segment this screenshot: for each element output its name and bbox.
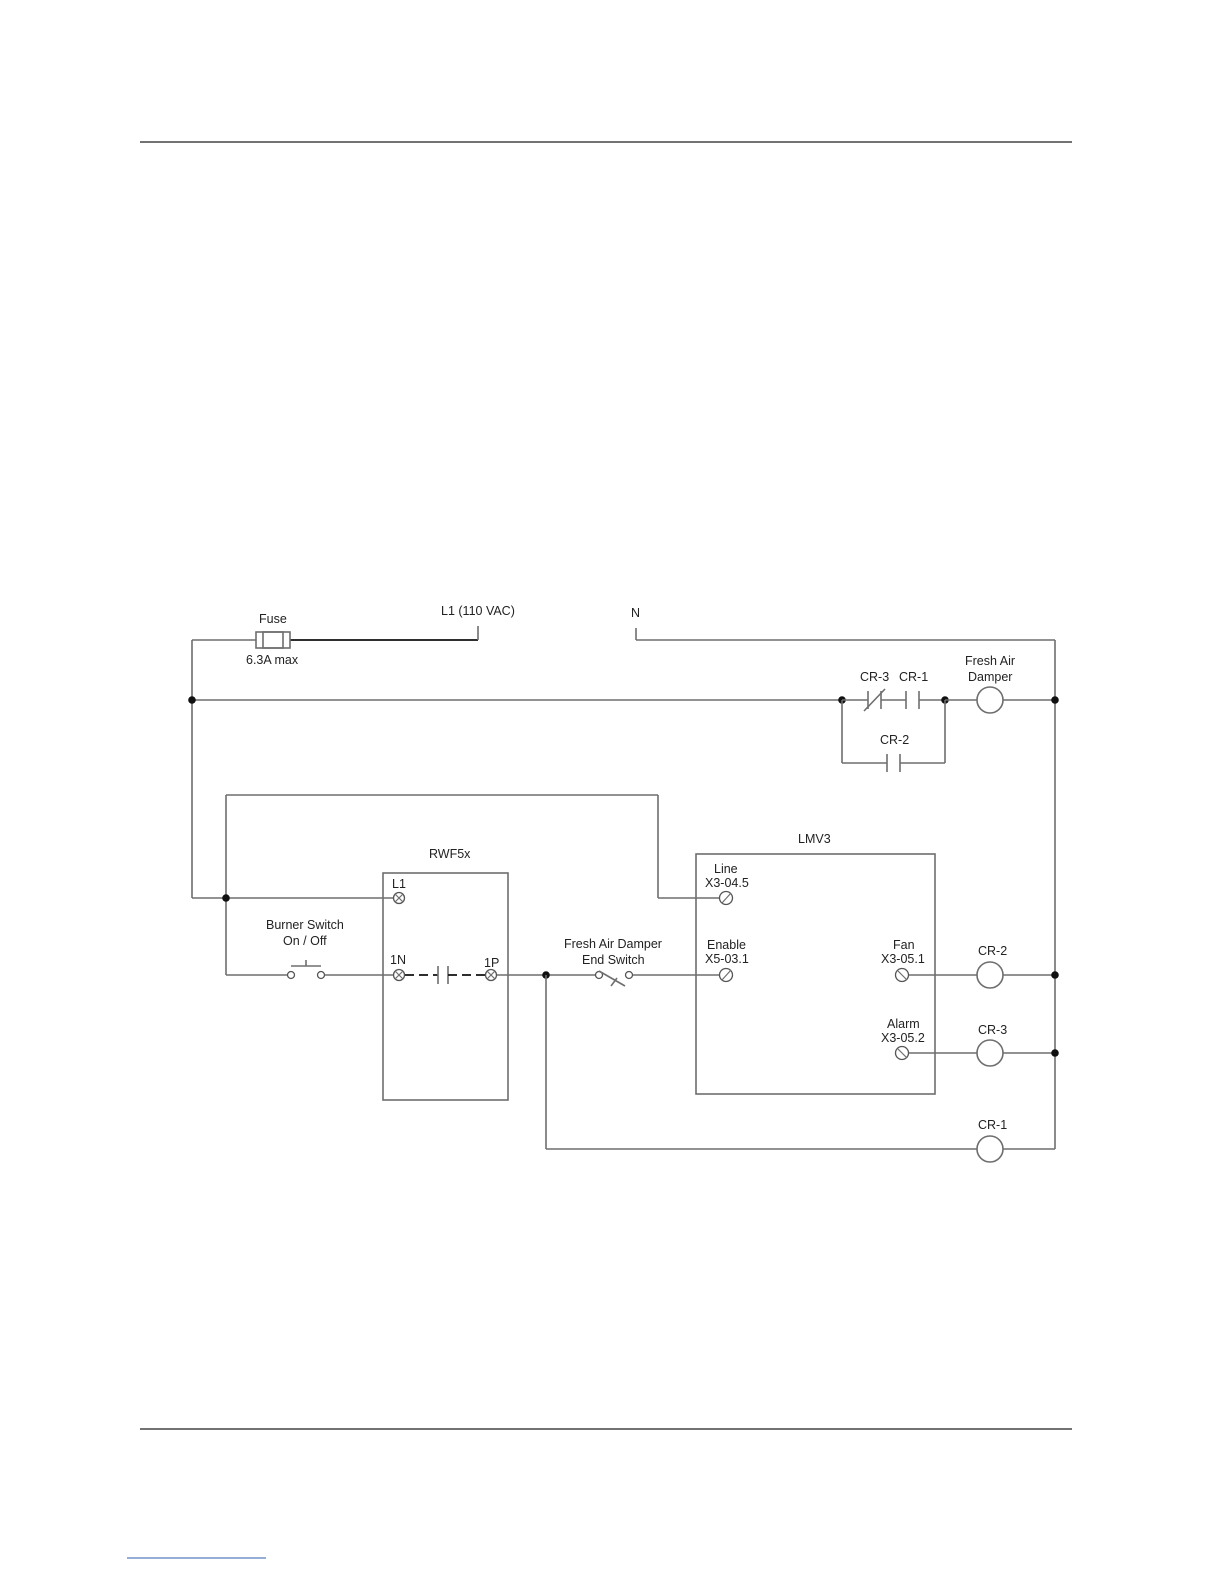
- end-switch-label-line1: Fresh Air Damper: [564, 937, 662, 951]
- lmv-fan-label: Fan: [893, 938, 915, 952]
- junction-dot: [1051, 696, 1059, 704]
- fuse-label: Fuse: [259, 612, 287, 626]
- rwf-terminal-1p-label: 1P: [484, 956, 499, 970]
- fuse-rating: 6.3A max: [246, 653, 299, 667]
- lmv-title: LMV3: [798, 832, 831, 846]
- cr2-no-contact: CR-2: [842, 700, 945, 772]
- rwf-terminal-l1-label: L1: [392, 877, 406, 891]
- fresh-air-damper-end-switch: [596, 971, 721, 986]
- burner-switch-label-line2: On / Off: [283, 934, 327, 948]
- lmv-line-terminal-label: X3-04.5: [705, 876, 749, 890]
- rwf-terminal-l1: [394, 893, 405, 904]
- lmv-enable-label: Enable: [707, 938, 746, 952]
- lmv3-controller: LMV3 Line X3-04.5 Enable X5-03.1 Fan X3-…: [696, 832, 935, 1094]
- enable-circuit: Fresh Air Damper End Switch: [497, 937, 720, 986]
- lmv-line-label: Line: [714, 862, 738, 876]
- rwf-l1-feed: [192, 894, 393, 902]
- junction-dot: [222, 894, 230, 902]
- damper-rung: CR-3 CR-1 CR-2 Fresh Air Damper: [188, 654, 1059, 772]
- l1-supply: L1 (110 VAC): [290, 604, 515, 640]
- lmv-terminal-fan: [896, 969, 909, 982]
- junction-dot: [188, 696, 196, 704]
- rwf-title: RWF5x: [429, 847, 471, 861]
- rwf-terminal-1n-label: 1N: [390, 953, 406, 967]
- rwf-terminal-1n: [394, 970, 405, 981]
- damper-label-line2: Damper: [968, 670, 1012, 684]
- cr2-contact-label: CR-2: [880, 733, 909, 747]
- junction-dot: [1051, 971, 1059, 979]
- end-switch-label-line2: End Switch: [582, 953, 645, 967]
- cr2-coil: [977, 962, 1003, 988]
- cr3-nc-contact: CR-3: [842, 670, 906, 711]
- cr1-coil-rung: CR-1: [546, 975, 1055, 1162]
- cr1-no-contact: CR-1: [899, 670, 945, 709]
- lmv-terminal-enable: [720, 969, 733, 982]
- lmv-terminal-line: [720, 892, 733, 905]
- cr3-coil: [977, 1040, 1003, 1066]
- l1-label: L1 (110 VAC): [441, 604, 515, 618]
- fresh-air-damper-load: [977, 687, 1003, 713]
- lmv-fan-terminal-label: X3-05.1: [881, 952, 925, 966]
- lmv-terminal-alarm: [896, 1047, 909, 1060]
- lmv-alarm-label: Alarm: [887, 1017, 920, 1031]
- junction-dot: [1051, 1049, 1059, 1057]
- rwf-terminal-1p: [486, 970, 497, 981]
- burner-switch-label-line1: Burner Switch: [266, 918, 344, 932]
- cr1-coil-label: CR-1: [978, 1118, 1007, 1132]
- cr1-coil: [977, 1136, 1003, 1162]
- damper-label-line1: Fresh Air: [965, 654, 1015, 668]
- lmv-enable-terminal-label: X5-03.1: [705, 952, 749, 966]
- lmv-alarm-terminal-label: X3-05.2: [881, 1031, 925, 1045]
- burner-switch: Burner Switch On / Off: [226, 918, 393, 979]
- cr3-contact-label: CR-3: [860, 670, 889, 684]
- cr2-coil-rung: CR-2: [909, 944, 1059, 988]
- fuse: Fuse 6.3A max: [192, 612, 299, 667]
- rwf5x-controller: RWF5x L1 1N 1P: [383, 847, 508, 1100]
- neutral-label: N: [631, 606, 640, 620]
- cr3-coil-rung: CR-3: [909, 1023, 1059, 1066]
- cr2-coil-label: CR-2: [978, 944, 1007, 958]
- cr1-contact-label: CR-1: [899, 670, 928, 684]
- cr3-coil-label: CR-3: [978, 1023, 1007, 1037]
